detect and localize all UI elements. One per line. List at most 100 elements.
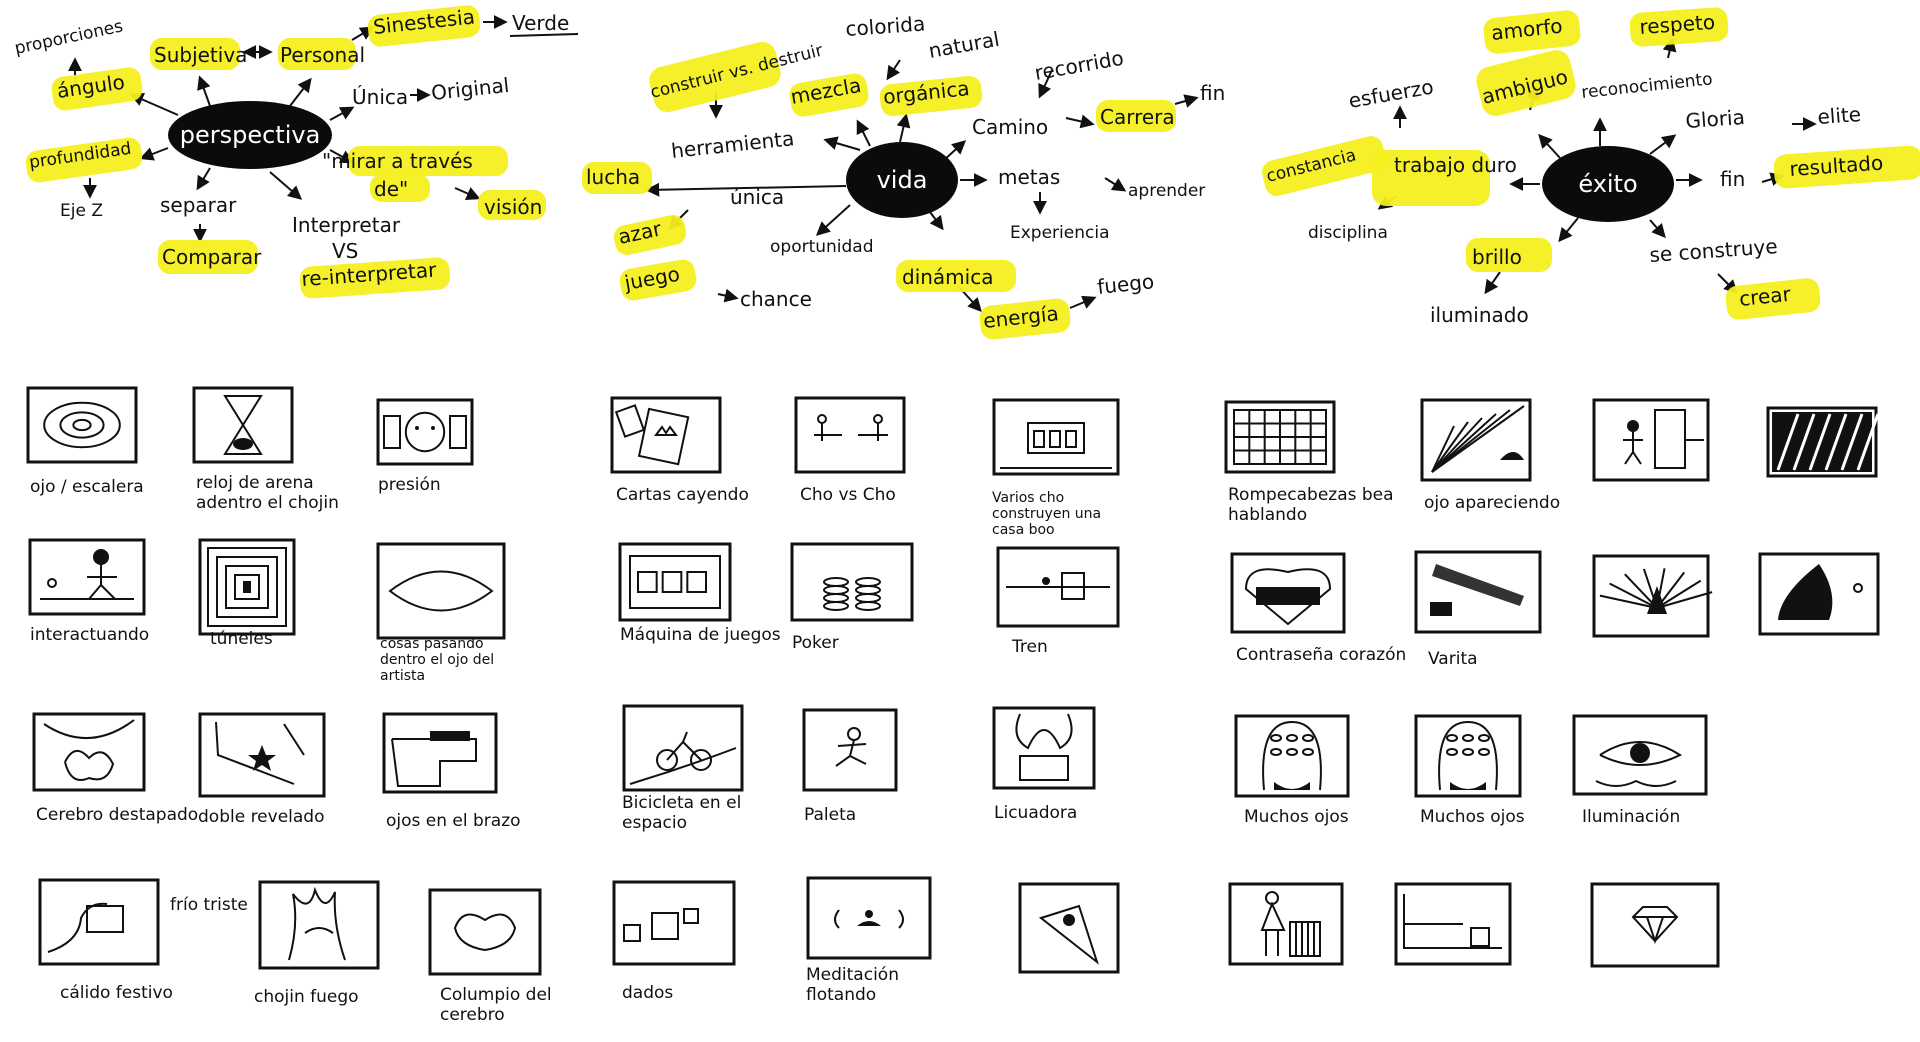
frame-border <box>376 398 474 466</box>
storyboard-frame: cálido festivo <box>38 878 173 1003</box>
word-de: de" <box>374 177 408 201</box>
storyboard-frame: Poker <box>790 542 914 653</box>
slot-machine-icon <box>629 555 721 609</box>
word-esfuerzo: esfuerzo <box>1347 74 1436 113</box>
center-blob <box>1542 146 1674 222</box>
word-fin: fin <box>1720 167 1745 191</box>
crouching-figure-icon <box>1778 564 1863 620</box>
frame-caption: túneles <box>210 629 273 649</box>
tunnel-icon <box>207 547 287 627</box>
word-proporciones: proporciones <box>13 16 125 58</box>
frame-caption: Cerebro destapado <box>36 805 198 825</box>
frame-border <box>38 878 160 966</box>
word-elite: elite <box>1817 102 1862 129</box>
frame-caption: Poker <box>792 633 839 653</box>
word-oportunidad: oportunidad <box>770 237 874 257</box>
storyboard-frame: Cerebro destapado <box>32 712 198 825</box>
hand-box-icon <box>47 902 124 953</box>
word-vs: VS <box>332 239 358 263</box>
storyboard-frame: Muchos ojos <box>1414 714 1525 827</box>
storyboard-frame: túneles <box>198 538 296 649</box>
storyboard-frame: ojo / escalera <box>26 386 144 497</box>
mind-map-exito: éxito amorfo respeto esfuerzo ambiguo re… <box>1262 7 1920 327</box>
meditation-icon <box>834 909 904 929</box>
frame-border <box>992 706 1096 790</box>
word-chance: chance <box>740 287 812 311</box>
sofa-box-icon <box>1403 894 1502 949</box>
frame-caption: Muchos ojos <box>1244 807 1349 827</box>
frame-border <box>428 888 542 976</box>
frame-caption: Licuadora <box>994 803 1077 823</box>
word-fuego: fuego <box>1096 269 1155 299</box>
frame-border <box>26 386 138 464</box>
runner-icon <box>835 727 867 767</box>
frame-caption: Tren <box>1011 637 1048 657</box>
stick-figures-icon <box>40 549 134 600</box>
big-eye-icon <box>1595 741 1683 787</box>
word-interpretar: Interpretar <box>292 213 401 237</box>
storyboard-frame: frío triste <box>170 895 248 915</box>
storyboard-frame: ojos en el brazo <box>382 712 521 831</box>
diamond-icon <box>1631 906 1679 945</box>
pressed-face-icon <box>383 411 467 453</box>
frame-caption: Paleta <box>804 805 856 825</box>
storyboard-frame: presión <box>376 398 474 495</box>
word-disciplina: disciplina <box>1308 223 1388 243</box>
word-metas: metas <box>998 165 1060 189</box>
frame-caption: dados <box>622 983 673 1003</box>
storyboard-frame: interactuando <box>28 538 149 645</box>
frame-border <box>1414 550 1542 634</box>
dark-pattern-icon <box>1772 412 1880 472</box>
wand-icon <box>1430 564 1524 616</box>
word-colorida: colorida <box>845 11 926 41</box>
storyboard-frame: Máquina de juegos <box>618 542 781 645</box>
word-mirar-a-traves: "mirar a través <box>322 149 473 173</box>
many-eyes-face-icon <box>1262 720 1322 791</box>
arm-eyes-icon <box>391 731 477 787</box>
frame-caption: ojo apareciendo <box>1424 493 1560 513</box>
storyboard-frame <box>1592 554 1713 638</box>
frame-border <box>1228 882 1344 966</box>
hourglass-icon <box>223 395 263 455</box>
word-herramienta: herramienta <box>670 126 795 163</box>
storyboard-frame <box>1592 398 1710 482</box>
frame-border <box>1592 554 1710 638</box>
eye-outline-icon <box>388 570 494 612</box>
hand-eye-icon <box>1038 904 1099 965</box>
frame-caption: presión <box>378 475 441 495</box>
word-trabajo-duro: trabajo duro <box>1394 153 1517 177</box>
storyboard-frame: Cartas cayendo <box>610 396 749 505</box>
storyboard-frame: Varita <box>1414 550 1542 669</box>
heart-password-icon <box>1244 568 1332 626</box>
word-separar: separar <box>160 193 237 217</box>
word-iluminado: iluminado <box>1430 303 1529 327</box>
center-blob <box>846 142 958 218</box>
frame-caption: cálido festivo <box>60 983 173 1003</box>
frame-caption: Muchos ojos <box>1420 807 1525 827</box>
frame-caption: Varita <box>1428 649 1478 669</box>
storyboard-frame <box>1394 882 1512 966</box>
house-icon <box>1000 422 1112 469</box>
word-verde: Verde <box>512 11 569 35</box>
frame-caption: ojo / escalera <box>30 477 144 497</box>
storyboard-frame: Paleta <box>802 708 898 825</box>
spiral-eye-icon <box>43 401 121 449</box>
word-natural: natural <box>927 27 1002 63</box>
frame-border <box>1590 882 1720 968</box>
storyboard-frame: Tren <box>996 546 1120 657</box>
star-map-icon <box>215 721 305 785</box>
storyboard-frame: doble revelado <box>198 712 326 827</box>
frame-caption: doble revelado <box>198 807 325 827</box>
storyboard-frame: Muchos ojos <box>1234 714 1350 827</box>
frame-border <box>622 704 744 792</box>
